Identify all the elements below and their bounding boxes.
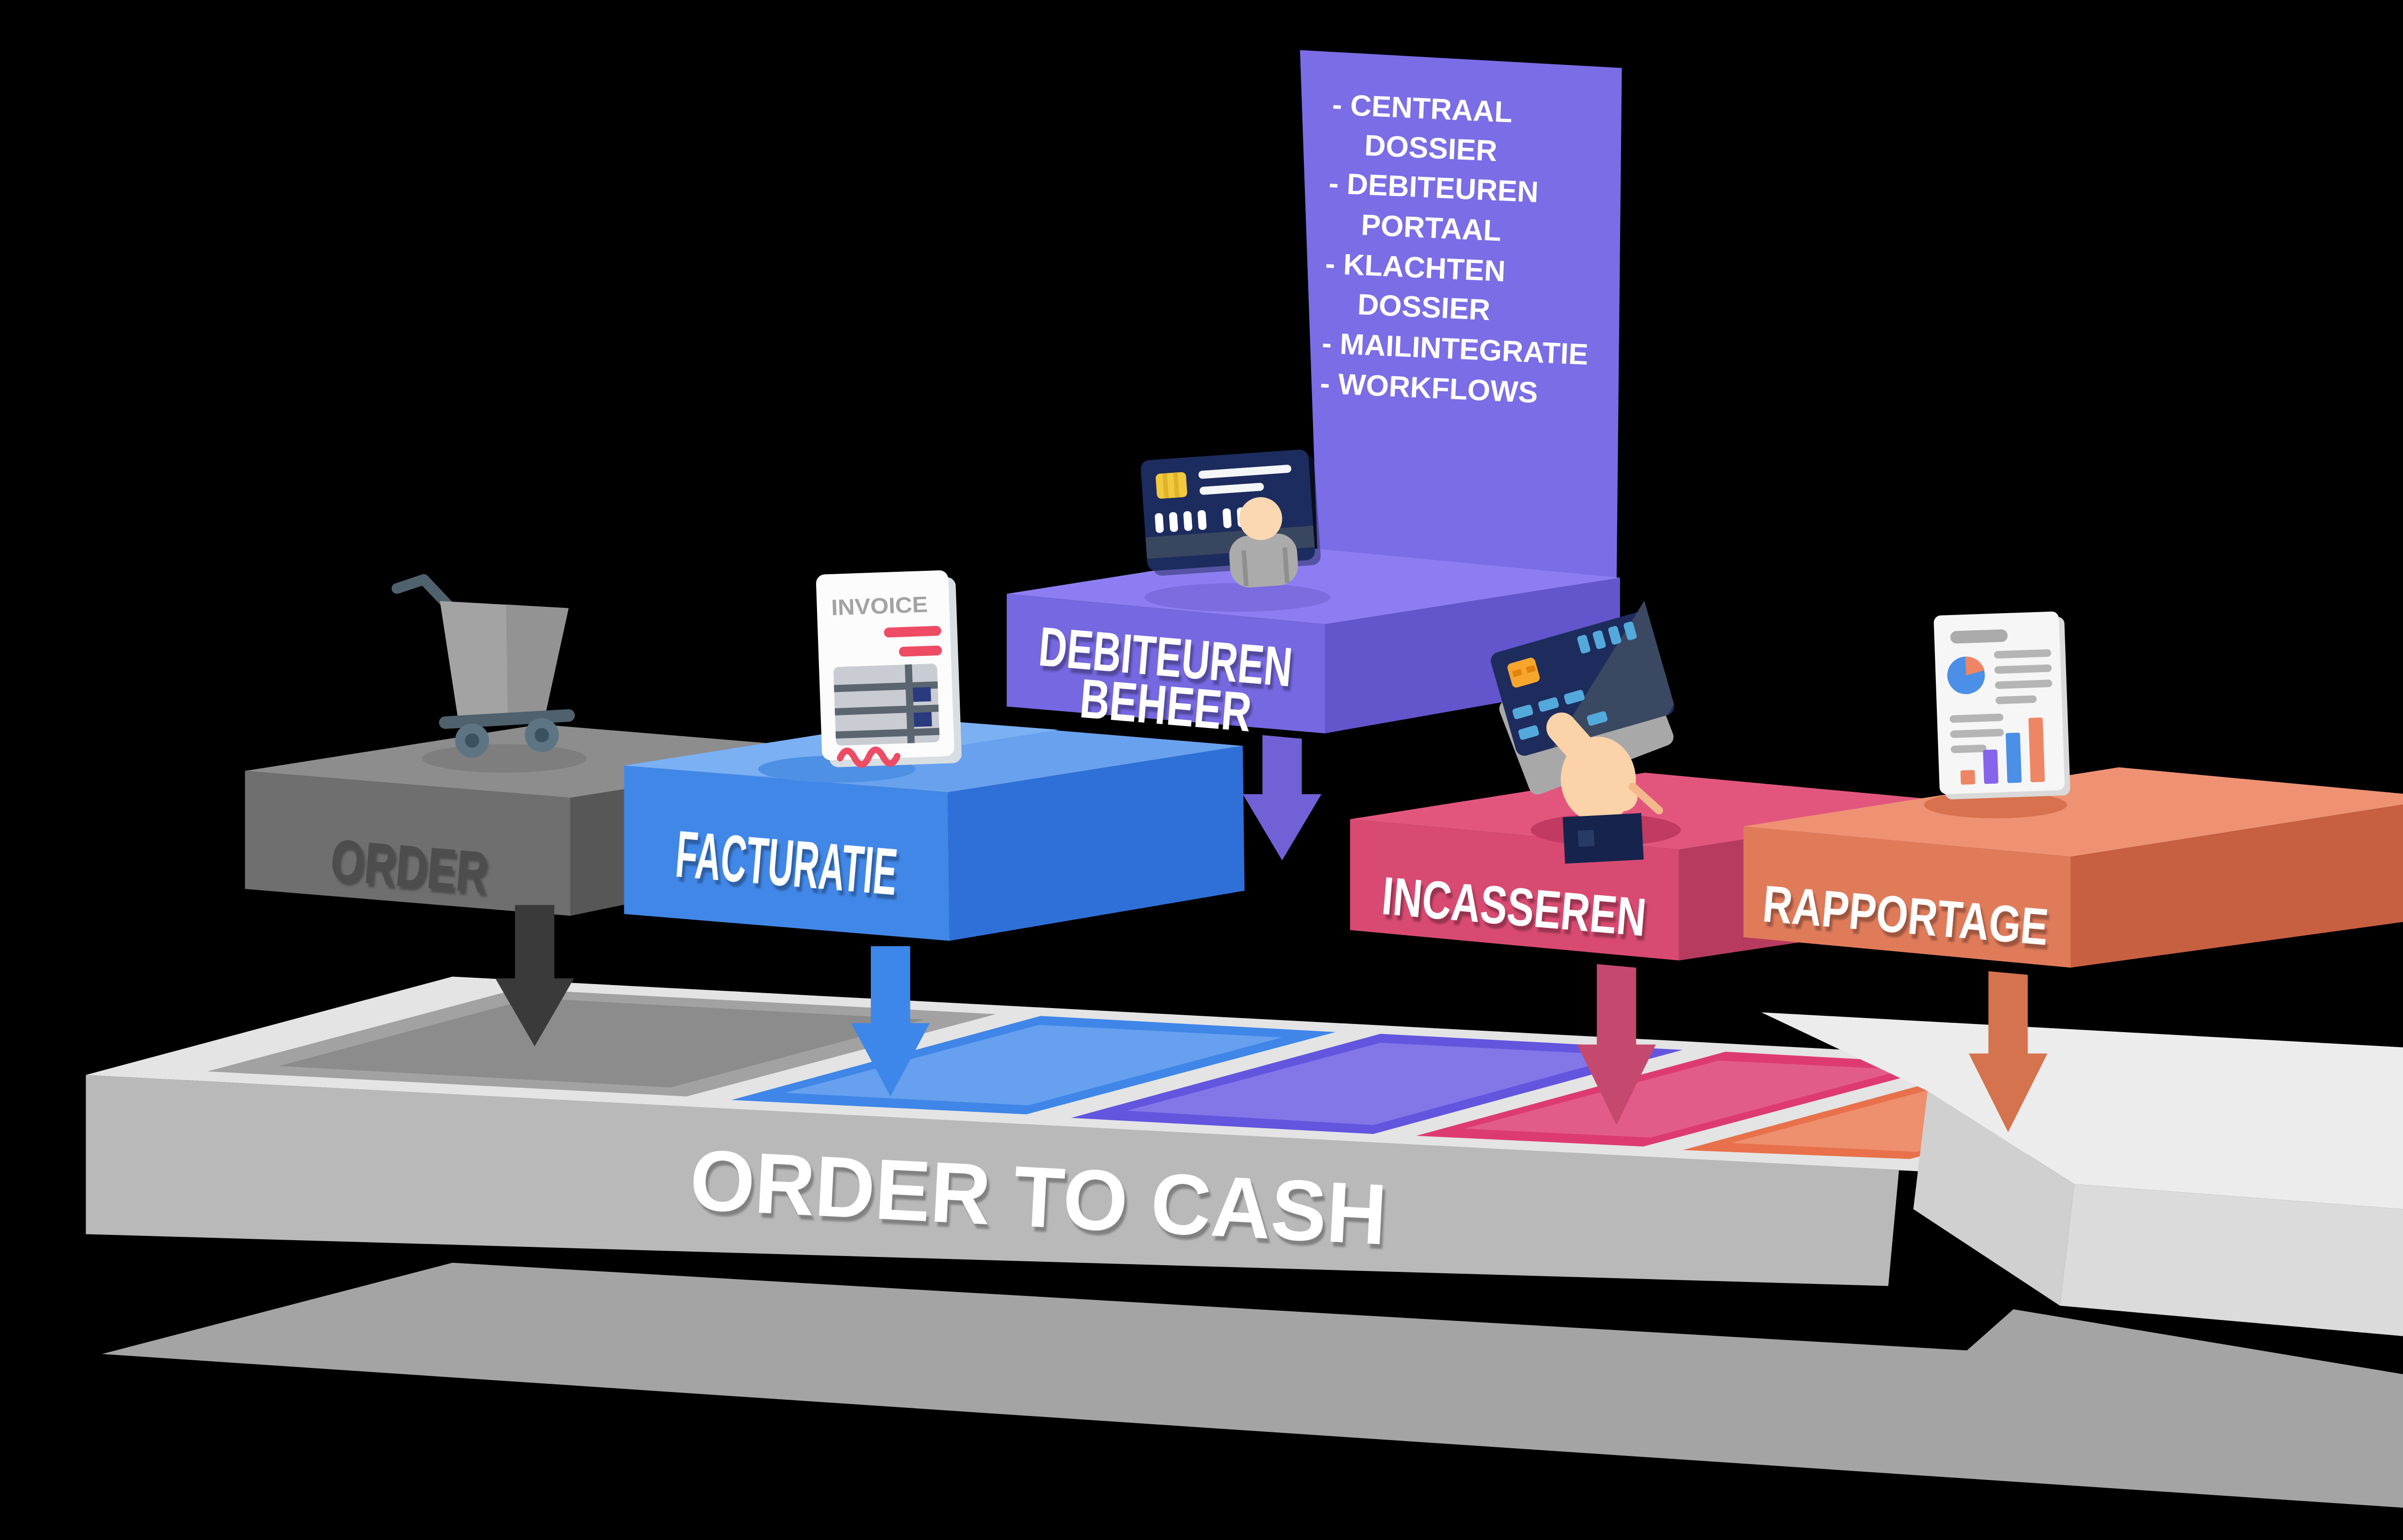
feature-line: PORTAAL	[1360, 209, 1502, 248]
tray-slot-facturatie	[731, 1016, 1336, 1115]
invoice-title: INVOICE	[831, 591, 929, 620]
slot-floor-pink	[1464, 1060, 1905, 1138]
step-facturatie: INVOICE FACTURATIE	[624, 570, 1245, 1096]
feature-line: DOSSIER	[1357, 288, 1491, 327]
tray-slot-debiteuren	[1071, 1034, 1683, 1134]
debiteuren-down-arrow	[1242, 735, 1322, 861]
hand-credit-card-icon	[1490, 601, 1674, 864]
tray-slot-order	[207, 989, 996, 1096]
tray-front-face	[86, 1075, 1899, 1286]
slot-floor-blue	[785, 1024, 1282, 1106]
feature-line: - CENTRAAL	[1332, 88, 1513, 129]
feature-line: DOSSIER	[1364, 129, 1498, 168]
process-arrow	[1761, 1012, 2403, 1336]
debiteuren-label-line2: BEHEER	[1078, 668, 1254, 743]
arrow-front-face	[2060, 1184, 2403, 1336]
credit-card-user-icon	[1140, 449, 1321, 588]
feature-line: - KLACHTEN	[1325, 247, 1506, 288]
step-incasseren: INCASSEREN	[1350, 601, 1976, 1125]
report-document-icon	[1933, 611, 2070, 800]
order-down-arrow	[495, 905, 574, 1047]
order-label: ORDER	[328, 827, 490, 906]
step-debiteuren-beheer: - CENTRAAL DOSSIER - DEBITEUREN PORTAAL …	[1006, 50, 1622, 861]
step-rapportage: RAPPORTAGE	[1743, 611, 2403, 1133]
rapportage-front-face	[1743, 826, 2071, 968]
rapportage-side-face	[2070, 804, 2403, 968]
facturatie-side-face	[947, 746, 1245, 941]
arrow-top-face	[1761, 1012, 2403, 1209]
shopping-cart-icon	[391, 574, 575, 758]
facturatie-front-face	[624, 765, 950, 941]
cart-shadow	[422, 744, 587, 773]
card-user-shadow	[1144, 583, 1331, 612]
order-front-face	[245, 771, 570, 916]
shadow-arrow	[102, 1263, 2403, 1508]
facturatie-label: FACTURATIE	[673, 817, 900, 909]
features-panel	[1300, 50, 1622, 591]
slot-floor-purple	[1127, 1043, 1627, 1125]
invoice-icon: INVOICE	[816, 570, 962, 768]
debiteuren-front-face	[1006, 593, 1325, 734]
rapportage-top-face	[1743, 767, 2403, 857]
incasseren-down-arrow	[1577, 964, 1656, 1125]
tray-slot-incasseren	[1416, 1051, 1953, 1147]
slot-floor-gray	[279, 998, 925, 1088]
arrow-left-face	[1913, 1091, 2074, 1306]
facturatie-down-arrow	[851, 946, 930, 1096]
